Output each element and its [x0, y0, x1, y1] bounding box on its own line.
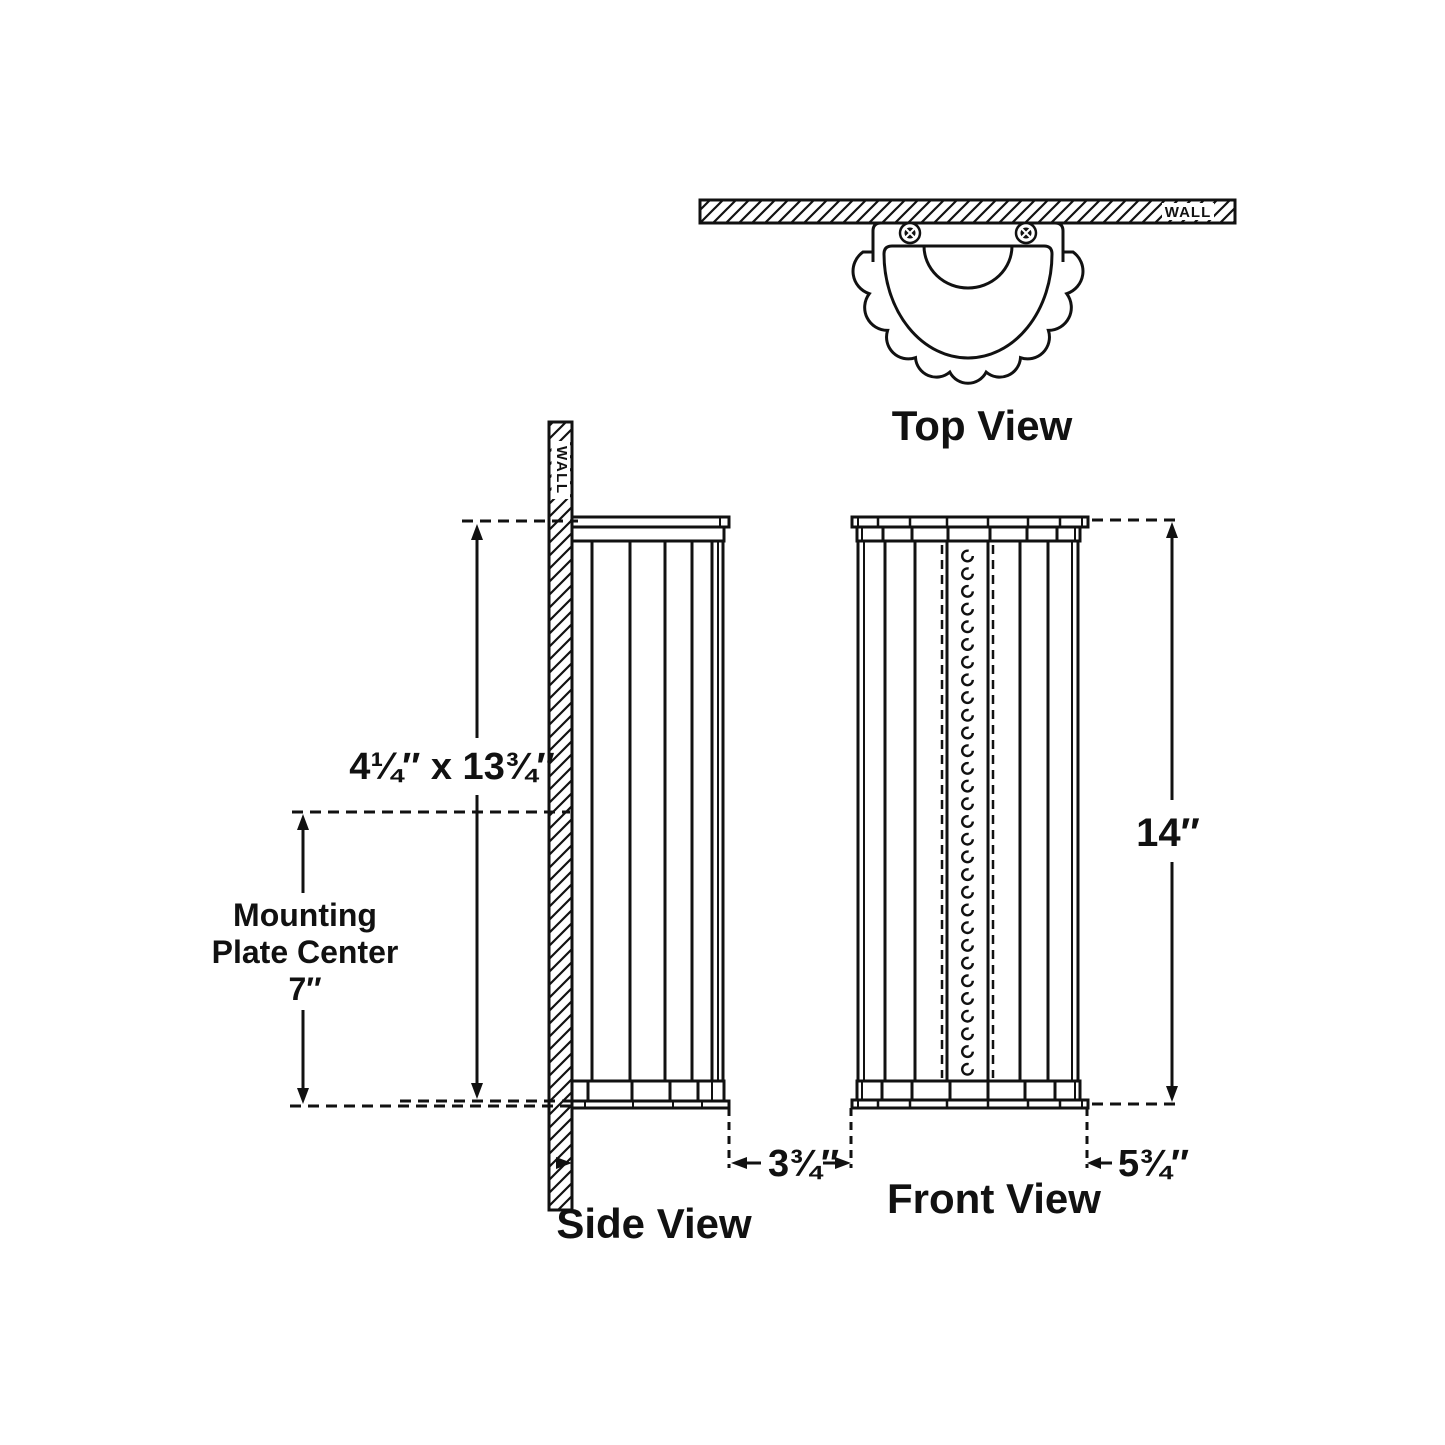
side-body: [570, 539, 725, 1083]
front-top-plate-ticks: [876, 517, 1062, 527]
side-bottom-cap: [570, 1079, 726, 1103]
side-view-label: Side View: [556, 1200, 752, 1247]
bead: [961, 903, 975, 917]
bead: [961, 938, 975, 952]
wall-label-background: [551, 441, 570, 499]
front-top-cap-dividers: [881, 527, 1059, 541]
screw-left-icon: [898, 221, 922, 245]
bead: [961, 638, 975, 652]
top-view: WALL Top View: [698, 198, 1237, 449]
front-bottom-cap-dividers: [880, 1081, 1057, 1100]
arrow-up-icon: [297, 814, 309, 830]
bead: [961, 850, 975, 864]
arrow-right-icon: [556, 1157, 572, 1169]
front-top-cap: [855, 525, 1082, 543]
bead: [961, 549, 975, 563]
bead: [961, 726, 975, 740]
bead: [961, 992, 975, 1006]
front-bottom-cap: [855, 1079, 1082, 1102]
arrow-up-icon: [471, 524, 483, 540]
bead-chain: [961, 549, 975, 1076]
side-slat-lines: [590, 541, 714, 1081]
front-bottom-plate-ticks: [876, 1100, 1062, 1108]
arrow-down-icon: [471, 1083, 483, 1099]
front-bottom-cap-edges: [861, 1081, 1076, 1100]
bead: [961, 779, 975, 793]
bead: [961, 1062, 975, 1076]
mounting-text-line2: Plate Center: [212, 934, 399, 970]
bead: [961, 1027, 975, 1041]
screw-cross: [905, 228, 915, 238]
bead: [961, 567, 975, 581]
wall-label-side: WALL: [553, 446, 570, 495]
side-bottom-plate: [570, 1099, 731, 1110]
bead: [961, 885, 975, 899]
mounting-text-line3: 7″: [288, 971, 321, 1007]
arrow-up-icon: [1166, 522, 1178, 538]
bead: [961, 620, 975, 634]
bead: [961, 815, 975, 829]
bead: [961, 584, 975, 598]
front-bottom-plate: [850, 1098, 1090, 1110]
bead: [961, 691, 975, 705]
width-dimension-text: 5¾″: [1118, 1143, 1189, 1185]
bead: [961, 744, 975, 758]
screw-cross: [1021, 228, 1031, 238]
backplate-dimension-text: 4¼″ x 13¾″: [349, 746, 554, 788]
arrow-down-icon: [297, 1088, 309, 1104]
bead: [961, 1009, 975, 1023]
shade-inner-edge: [882, 244, 1054, 360]
bead: [961, 797, 975, 811]
mounting-text-line1: Mounting: [233, 897, 377, 933]
screw-right-icon: [1014, 221, 1038, 245]
bead: [961, 1045, 975, 1059]
front-view: 14″ 5¾″ Front View: [823, 515, 1200, 1222]
side-bottom-cap-dividers: [586, 1081, 700, 1101]
wall-label-top: WALL: [1165, 204, 1212, 221]
bead: [961, 673, 975, 687]
wall-section-side: [547, 420, 574, 1212]
side-bottom-plate-ticks: [584, 1101, 703, 1108]
front-bottom-plate-edges: [857, 1100, 1083, 1108]
bead: [961, 602, 975, 616]
wall-section-top: [698, 198, 1237, 225]
top-view-label: Top View: [892, 402, 1073, 449]
lamp-socket: [922, 245, 1014, 290]
front-top-cap-edges: [861, 527, 1076, 541]
arrow-left-icon: [731, 1157, 747, 1169]
side-view: WALL 4¼″ x 13¾″ Mounting Plate Center 7″: [212, 420, 839, 1247]
front-slat-lines: [883, 541, 1050, 1081]
front-view-label: Front View: [887, 1175, 1101, 1222]
arrow-left-icon: [1087, 1157, 1101, 1169]
height-dimension-text: 14″: [1136, 811, 1200, 855]
bead: [961, 921, 975, 935]
arrow-down-icon: [1166, 1086, 1178, 1102]
wall-label-background: [1162, 203, 1214, 220]
bead: [961, 761, 975, 775]
bead: [961, 974, 975, 988]
bead: [961, 708, 975, 722]
front-top-plate-edges: [857, 517, 1083, 527]
front-slat-edge-lines: [863, 541, 1073, 1081]
bead: [961, 868, 975, 882]
side-top-cap: [570, 525, 726, 543]
bead: [961, 655, 975, 669]
arrow-right-icon: [835, 1157, 851, 1169]
bead: [961, 832, 975, 846]
bead: [961, 956, 975, 970]
